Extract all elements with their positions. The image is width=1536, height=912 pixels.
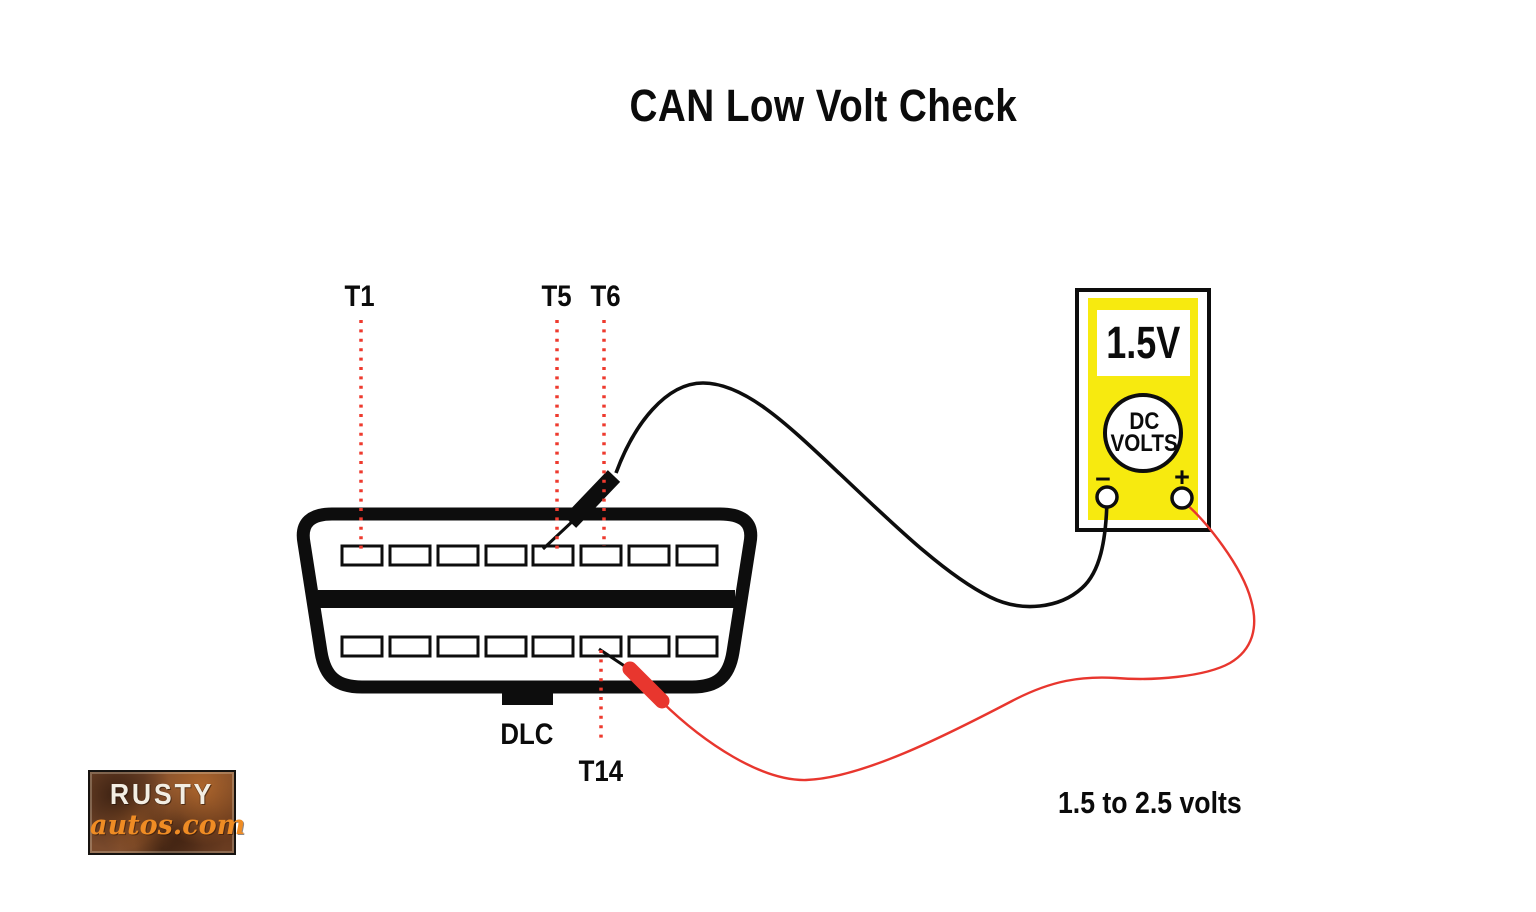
positive-terminal <box>1170 486 1194 510</box>
pin-1 <box>340 544 384 567</box>
dlc-label: DLC <box>500 718 554 751</box>
black-probe-body <box>563 470 621 528</box>
dlc-center-bar <box>318 590 735 608</box>
multimeter-reading: 1.5V <box>1106 317 1181 368</box>
multimeter-dial-label: DC VOLTS <box>1110 408 1178 457</box>
test-point-pointer-lines <box>359 320 606 743</box>
pin-6 <box>579 544 623 567</box>
black-test-lead-wire <box>614 381 1109 609</box>
test-point-label-t14: T14 <box>578 755 624 788</box>
dlc-pin-rows <box>340 544 719 658</box>
test-point-label-t6: T6 <box>590 280 622 313</box>
multimeter-dial <box>1103 393 1183 473</box>
pin-8 <box>675 544 719 567</box>
test-point-label-t1: T1 <box>344 280 376 313</box>
pin-2 <box>388 544 432 567</box>
pin-9 <box>340 635 384 658</box>
negative-terminal-sign: − <box>1095 464 1111 494</box>
pin-16 <box>675 635 719 658</box>
pin-13 <box>531 635 575 658</box>
pin-3 <box>436 544 480 567</box>
black-probe-tip <box>541 517 577 551</box>
pin-4 <box>484 544 528 567</box>
rustyautos-logo: RUSTY autos.com <box>88 770 246 855</box>
multimeter-screen <box>1097 310 1190 376</box>
page-title: CAN Low Volt Check <box>629 80 1018 131</box>
red-probe-body <box>622 661 670 709</box>
red-test-lead-wire <box>660 502 1256 782</box>
logo-wordmark-bottom: autos.com <box>90 810 246 841</box>
test-point-label-t5: T5 <box>541 280 573 313</box>
pin-12 <box>484 635 528 658</box>
pin-11 <box>436 635 480 658</box>
pin-14 <box>579 635 623 658</box>
pin-5 <box>531 544 575 567</box>
dlc-key-tab <box>502 687 553 705</box>
pin-10 <box>388 635 432 658</box>
logo-wordmark-top: RUSTY <box>109 779 215 811</box>
expected-range-note: 1.5 to 2.5 volts <box>1057 785 1242 820</box>
pin-7 <box>627 544 671 567</box>
negative-terminal <box>1095 485 1119 509</box>
positive-terminal-sign: + <box>1174 462 1190 492</box>
pin-15 <box>627 635 671 658</box>
